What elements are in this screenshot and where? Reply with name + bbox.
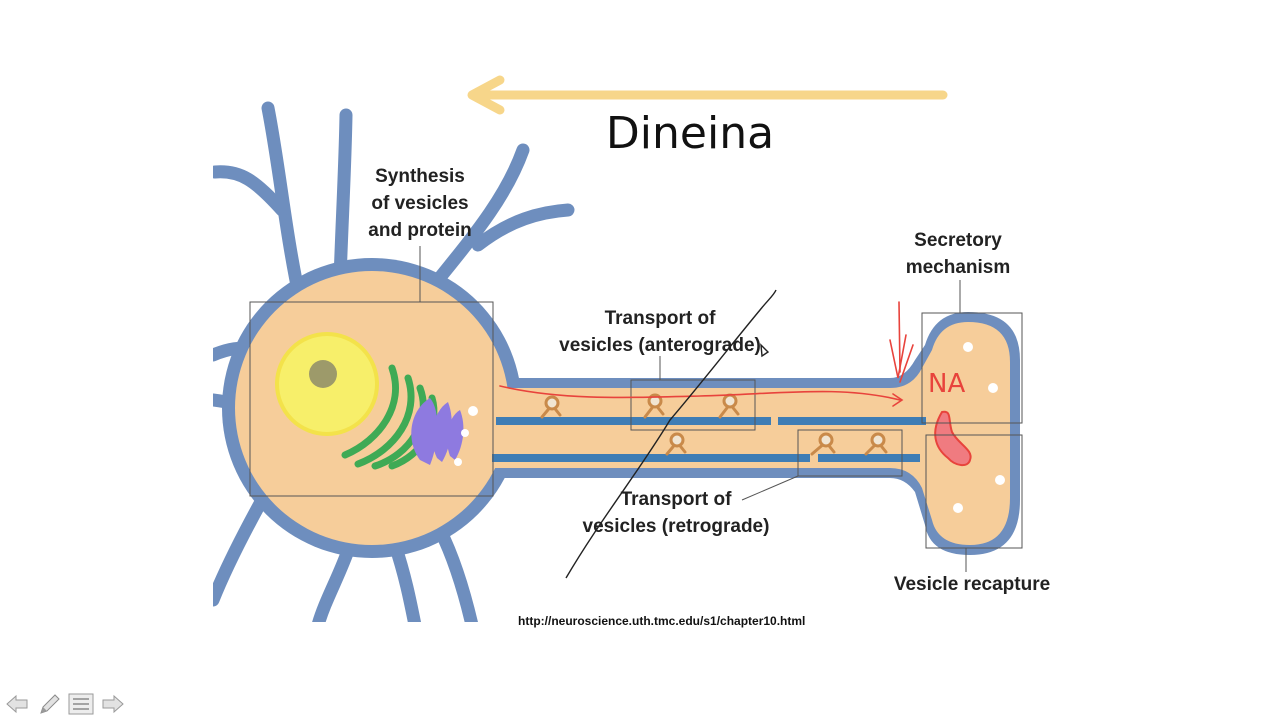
anterograde-label: Transport of vesicles (anterograde) — [559, 308, 761, 356]
next-slide-button[interactable] — [100, 692, 126, 716]
anterograde-label-line-2: vesicles (anterograde) — [559, 335, 761, 356]
anterograde-label-line-1: Transport of — [605, 308, 717, 329]
red-annotations: NA — [499, 301, 965, 407]
na-annotation: NA — [928, 369, 965, 399]
slide-title: Dineina — [605, 108, 775, 159]
retrograde-label-line-1: Transport of — [621, 489, 733, 510]
secretory-label: Secretory mechanism — [906, 230, 1011, 278]
prev-slide-button[interactable] — [4, 692, 30, 716]
retrograde-label: Transport of vesicles (retrograde) — [583, 489, 770, 537]
menu-icon — [68, 693, 94, 715]
recapture-vesicle — [934, 410, 972, 466]
synthesis-label-line-3: and protein — [368, 220, 471, 241]
axon-cytoplasm — [480, 322, 1010, 545]
next-arrow-icon — [102, 694, 124, 714]
callout-boxes — [249, 246, 1023, 572]
golgi — [411, 398, 464, 465]
retrograde-label-line-2: vesicles (retrograde) — [583, 516, 770, 537]
synthesis-label: Synthesis of vesicles and protein — [368, 166, 471, 241]
secretory-label-line-1: Secretory — [914, 230, 1002, 251]
slide-menu-button[interactable] — [68, 692, 94, 716]
secretory-label-line-2: mechanism — [906, 257, 1011, 278]
terminal-vesicles — [953, 342, 1005, 513]
vesicle-recapture-label: Vesicle recapture — [894, 574, 1050, 595]
presentation-toolbar — [4, 692, 126, 718]
synthesis-label-line-2: of vesicles — [371, 193, 468, 214]
neuron — [213, 101, 1020, 622]
nucleolus — [309, 360, 337, 388]
black-annotation-line — [565, 289, 777, 579]
prev-arrow-icon — [6, 694, 28, 714]
direction-arrow — [467, 75, 948, 115]
source-url: http://neuroscience.uth.tmc.edu/s1/chapt… — [518, 614, 806, 628]
microtubules — [492, 417, 926, 462]
motor-proteins — [540, 393, 888, 456]
synthesis-label-line-1: Synthesis — [375, 166, 465, 187]
pen-tool-button[interactable] — [36, 692, 62, 716]
pen-icon — [40, 694, 60, 714]
